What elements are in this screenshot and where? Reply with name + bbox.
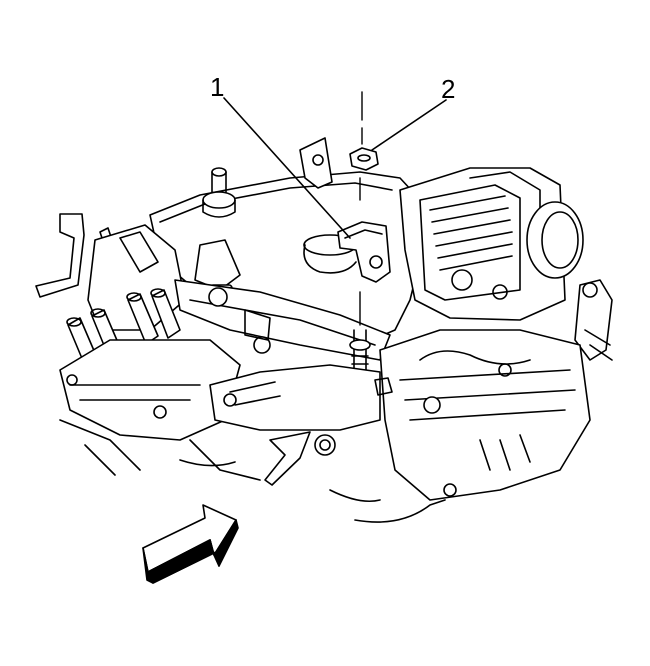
callout-1-label: 1 (210, 72, 225, 102)
throttle-body (399, 167, 613, 361)
callout-2-label: 2 (441, 74, 456, 104)
generator-bracket (299, 137, 391, 411)
view-direction-arrow-icon (142, 504, 239, 584)
front-support (59, 364, 393, 486)
engine-block (329, 329, 591, 523)
leader-line-1 (223, 97, 351, 239)
fuel-rail (174, 279, 391, 361)
nut (349, 147, 379, 171)
leader-line-2 (371, 99, 447, 151)
alignment-line (359, 91, 363, 326)
ignition-coils (59, 224, 241, 441)
